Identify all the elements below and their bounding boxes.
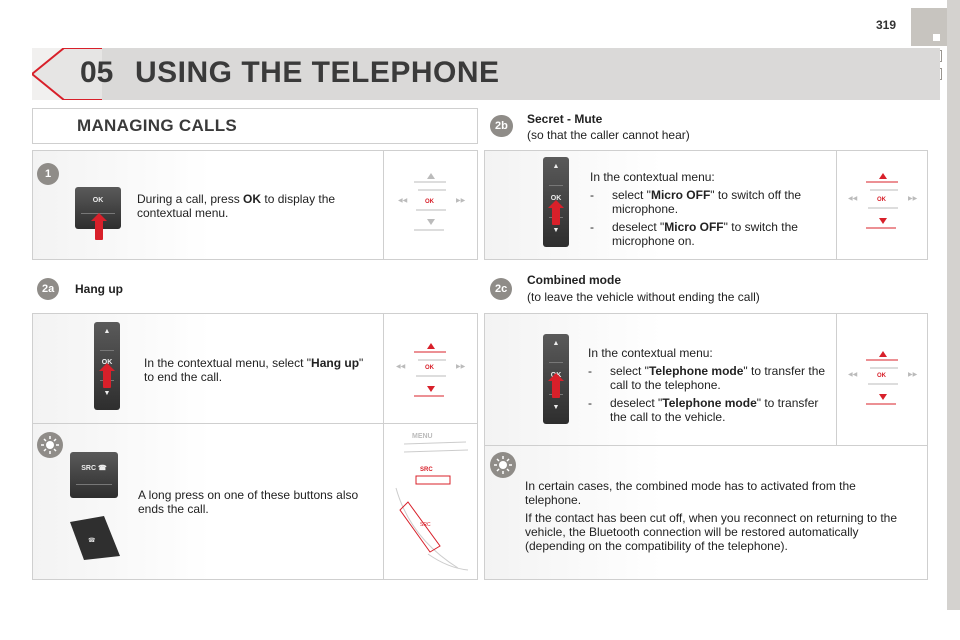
- tip-icon: [37, 432, 63, 458]
- hang-up-heading: Hang up: [75, 282, 123, 296]
- svg-text:OK: OK: [425, 365, 435, 371]
- tip-right-text: In certain cases, the combined mode has …: [525, 479, 898, 553]
- header-bar: [92, 48, 940, 100]
- page-edge-bar: [947, 0, 960, 610]
- step2b-intro: In the contextual menu:: [590, 170, 715, 184]
- step2a-text: In the contextual menu, select "Hang up"…: [144, 356, 364, 384]
- section-title-box: [32, 108, 478, 144]
- svg-text:OK: OK: [877, 197, 887, 203]
- svg-text:☎: ☎: [88, 537, 96, 544]
- steering-panel-diagram: MENU SRC SRC: [395, 433, 469, 571]
- svg-text:OK: OK: [425, 199, 435, 205]
- chapter-tab: [911, 8, 947, 46]
- tip-icon: [490, 452, 516, 478]
- pointer-arrow-icon: [548, 200, 564, 225]
- step-badge: 1: [37, 163, 59, 185]
- combined-mode-subheading: (to leave the vehicle without ending the…: [527, 290, 760, 304]
- step1-panel: [32, 150, 478, 260]
- svg-text:▶▶: ▶▶: [908, 372, 918, 378]
- svg-text:OK: OK: [877, 373, 887, 379]
- pointer-arrow-icon: [548, 373, 564, 398]
- svg-text:◀◀: ◀◀: [848, 196, 858, 202]
- step-badge: 2a: [37, 278, 60, 300]
- list-item: -select "Telephone mode" to transfer the…: [588, 364, 826, 392]
- page-number: 319: [876, 18, 897, 32]
- control-panel-diagram: ◀◀ ▶▶ OK: [848, 173, 918, 229]
- control-panel-diagram: ◀◀ ▶▶ OK: [398, 173, 466, 231]
- svg-text:▶▶: ▶▶: [456, 198, 466, 204]
- pointer-arrow-icon: [99, 363, 115, 388]
- step2c-list: -select "Telephone mode" to transfer the…: [588, 360, 828, 424]
- svg-text:SRC: SRC: [420, 467, 433, 473]
- svg-text:SRC: SRC: [420, 522, 431, 528]
- chapter-number: 05: [80, 56, 114, 89]
- step2b-list: -select "Micro OFF" to switch off the mi…: [590, 184, 830, 248]
- list-item: -deselect "Micro OFF" to switch the micr…: [590, 220, 798, 248]
- step-badge: 2c: [490, 278, 513, 300]
- tip-left-text: A long press on one of these buttons als…: [138, 488, 359, 516]
- secret-mute-subheading: (so that the caller cannot hear): [527, 128, 690, 142]
- list-item: -select "Micro OFF" to switch off the mi…: [590, 188, 802, 216]
- control-panel-diagram: ◀◀ ▶▶ OK: [848, 351, 918, 405]
- step1-text: During a call, press OK to display the c…: [137, 192, 336, 220]
- svg-text:◀◀: ◀◀: [396, 364, 406, 370]
- pointer-arrow-icon: [91, 213, 107, 240]
- section-title: MANAGING CALLS: [77, 116, 238, 135]
- svg-text:◀◀: ◀◀: [398, 198, 408, 204]
- header-chevron: [32, 48, 102, 100]
- list-item: -deselect "Telephone mode" to transfer t…: [588, 396, 819, 424]
- step2c-intro: In the contextual menu:: [588, 346, 713, 360]
- src-stalk-image: ☎: [70, 516, 120, 560]
- src-button-image: SRC ☎: [70, 452, 118, 498]
- step-badge: 2b: [490, 115, 513, 137]
- combined-mode-heading: Combined mode: [527, 273, 622, 287]
- control-panel-diagram: ◀◀ ▶▶ OK: [396, 343, 466, 397]
- svg-text:▶▶: ▶▶: [908, 196, 918, 202]
- secret-mute-heading: Secret - Mute: [527, 112, 603, 126]
- page-title: USING THE TELEPHONE: [135, 56, 500, 89]
- steering-control-image: ▲ OK ▼: [543, 157, 569, 247]
- svg-text:MENU: MENU: [412, 433, 433, 440]
- svg-text:▶▶: ▶▶: [456, 364, 466, 370]
- svg-text:◀◀: ◀◀: [848, 372, 858, 378]
